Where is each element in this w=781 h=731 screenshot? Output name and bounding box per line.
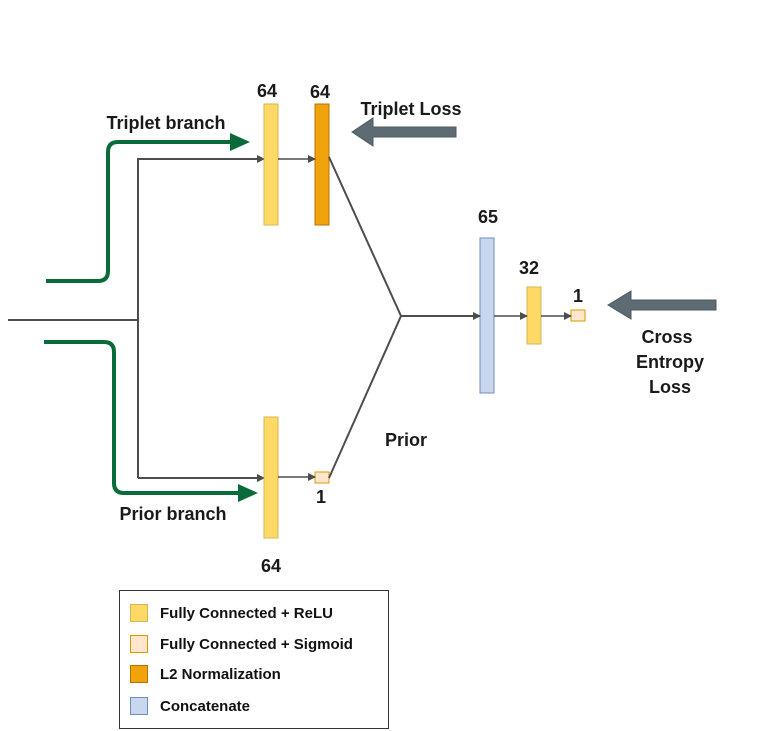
legend-swatch-fc-sigmoid [130,635,148,653]
head-fc-size-label: 32 [519,258,539,278]
edges [278,155,572,481]
triplet-fc-relu-block [263,103,279,226]
prior-branch-arrowhead [238,484,258,502]
triplet-loss-arrow [351,117,457,147]
concatenate-block [479,237,495,394]
legend-swatch-fc-relu [130,604,148,622]
triplet-loss-label: Triplet Loss [360,99,461,119]
input-connectors [8,155,265,482]
cross-entropy-label-3: Loss [649,377,691,397]
loss-arrows [351,117,717,320]
prior-label: Prior [385,430,427,450]
triplet-fc-size-label: 64 [257,81,277,101]
head-fc-sigmoid-block [570,309,586,322]
triplet-l2-size-label: 64 [310,82,330,102]
prior-fc-sigmoid-block [314,471,330,484]
prior-fc-relu-block [263,416,279,539]
head-fc-relu-block [526,286,542,345]
legend-label-fc-relu: Fully Connected + ReLU [160,604,333,622]
legend-swatch-l2-norm [130,665,148,683]
head-sigmoid-size-label: 1 [573,286,583,306]
legend-item-fc-relu: Fully Connected + ReLU [130,602,333,624]
prior-branch-arrow [44,340,242,495]
legend-swatch-concatenate [130,697,148,715]
cross-entropy-loss-arrow [607,290,717,320]
legend-item-l2-norm: L2 Normalization [130,663,281,685]
legend-item-concatenate: Concatenate [130,695,250,717]
cross-entropy-label-2: Entropy [636,352,704,372]
layers [263,103,586,539]
prior-sigmoid-size-label: 1 [316,487,326,507]
triplet-branch-arrow [46,140,234,283]
triplet-branch-arrowhead [230,133,250,151]
triplet-l2-norm-block [314,103,330,226]
prior-fc-size-label: 64 [261,556,281,576]
legend-label-l2-norm: L2 Normalization [160,665,281,683]
triplet-branch-label: Triplet branch [106,113,225,133]
concat-size-label: 65 [478,207,498,227]
prior-branch-label: Prior branch [119,504,226,524]
cross-entropy-label-1: Cross [641,327,692,347]
legend-item-fc-sigmoid: Fully Connected + Sigmoid [130,633,353,655]
legend: Fully Connected + ReLU Fully Connected +… [119,590,389,729]
legend-label-concatenate: Concatenate [160,697,251,715]
branch-arrows [44,133,258,502]
labels: Triplet branch Prior branch Triplet Loss… [106,81,704,576]
legend-label-fc-sigmoid: Fully Connected + Sigmoid [160,635,353,653]
